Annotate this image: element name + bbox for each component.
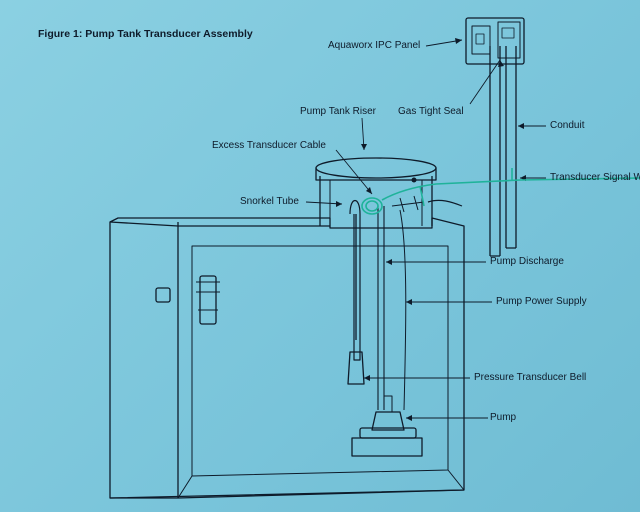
label-conduit: Conduit [550,120,585,131]
figure-title: Figure 1: Pump Tank Transducer Assembly [38,28,253,40]
label-pump-tank-riser: Pump Tank Riser [300,106,376,117]
label-gas-tight-seal: Gas Tight Seal [398,106,464,117]
label-pump: Pump [490,412,517,423]
inlet-fitting [155,287,171,303]
top-fittings [391,195,425,213]
label-signal-wire: Transducer Signal W [550,172,640,183]
tank-top-ledge [109,221,330,227]
label-pump-discharge: Pump Discharge [490,256,564,267]
leader-gas-seal [469,59,501,105]
arrowheads [336,38,526,421]
signal-cable [361,168,640,215]
label-power-supply: Pump Power Supply [496,296,587,307]
cable-coil [361,197,383,215]
pump-body [371,411,405,431]
label-transducer-bell: Pressure Transducer Bell [474,372,587,383]
power-cable [399,209,407,411]
signal-wire [381,177,640,201]
label-snorkel-tube: Snorkel Tube [240,196,299,207]
inlet-pipe [199,275,217,325]
conduit-post-left [489,46,501,256]
pump-pad [351,437,423,457]
leader-excess [335,149,373,195]
snorkel-tube [349,199,361,361]
discharge-pipe [377,206,385,410]
cable-gland [411,177,417,183]
tank-floor-inner [177,469,465,499]
label-ipc-panel: Aquaworx IPC Panel [328,40,421,51]
label-excess-cable: Excess Transducer Cable [212,140,326,151]
tank-inner-wall [191,245,449,477]
conduit-post-right [505,46,517,248]
transducer-bell [347,351,365,385]
ipc-panel [465,17,525,65]
riser-lid [315,157,437,179]
riser-lid-rim [315,168,437,181]
